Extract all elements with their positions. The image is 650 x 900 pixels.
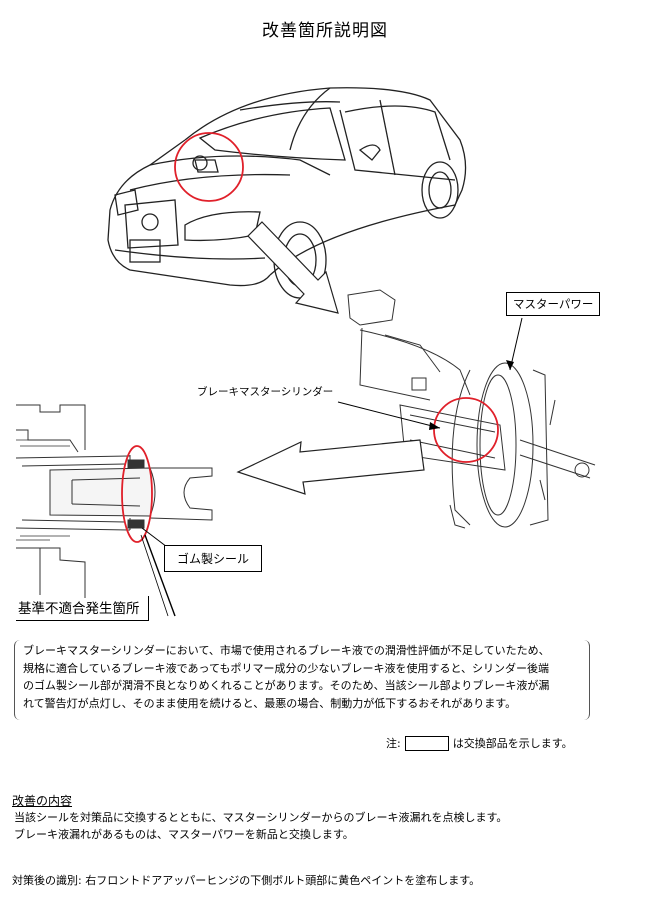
improvement-line: ブレーキ液漏れがあるものは、マスターパワーを新品と交換します。 (14, 828, 354, 841)
description-line: のゴム製シール部が潤滑不良となりめくれることがあります。そのため、当該シール部よ… (23, 679, 550, 692)
booster-highlight-circle (433, 397, 499, 463)
illustration (15, 87, 596, 617)
brake-master-cylinder-label: ブレーキマスターシリンダー (197, 386, 334, 398)
rubber-seal-label: ゴム製シール (164, 545, 263, 572)
description-line: れて警告灯が点灯し、そのまま使用を続けると、最悪の場合、制動力が低下するおそれが… (23, 696, 517, 710)
description-box: ブレーキマスターシリンダーにおいて、市場で使用されるブレーキ液での潤滑性評価が不… (14, 640, 590, 720)
identification-text: 対策後の識別: 右フロントドアアッパーヒンジの下側ボルト頭部に黄色ペイントを塗布… (12, 874, 481, 887)
seal-highlight-circle (121, 445, 153, 543)
replacement-note: 注: は交換部品を示します。 (386, 735, 573, 751)
arrow-to-section-icon (236, 439, 425, 495)
master-power-label: マスターパワー (506, 292, 601, 316)
note-legend-box (404, 735, 449, 751)
booster-drawing (347, 289, 596, 529)
car-drawing (107, 87, 467, 299)
description-line: 規格に適合しているブレーキ液であってもポリマー成分の少ないブレーキ液を使用すると… (23, 661, 550, 675)
note-suffix: は交換部品を示します。 (452, 737, 573, 750)
note-prefix: 注: (386, 737, 401, 750)
description-line: ブレーキマスターシリンダーにおいて、市場で使用されるブレーキ液での潤滑性評価が不… (23, 644, 550, 657)
nonconformity-label: 基準不適合発生箇所 (16, 596, 149, 621)
car-highlight-circle (174, 132, 244, 202)
section-drawing (15, 404, 213, 598)
improvement-line: 当該シールを対策品に交換するとともに、マスターシリンダーからのブレーキ液漏れを点… (14, 811, 508, 824)
arrow-car-to-booster-icon (247, 221, 339, 314)
improvement-body: 当該シールを対策品に交換するとともに、マスターシリンダーからのブレーキ液漏れを点… (14, 809, 507, 843)
page-title: 改善箇所説明図 (262, 21, 388, 41)
improvement-heading: 改善の内容 (12, 794, 73, 808)
